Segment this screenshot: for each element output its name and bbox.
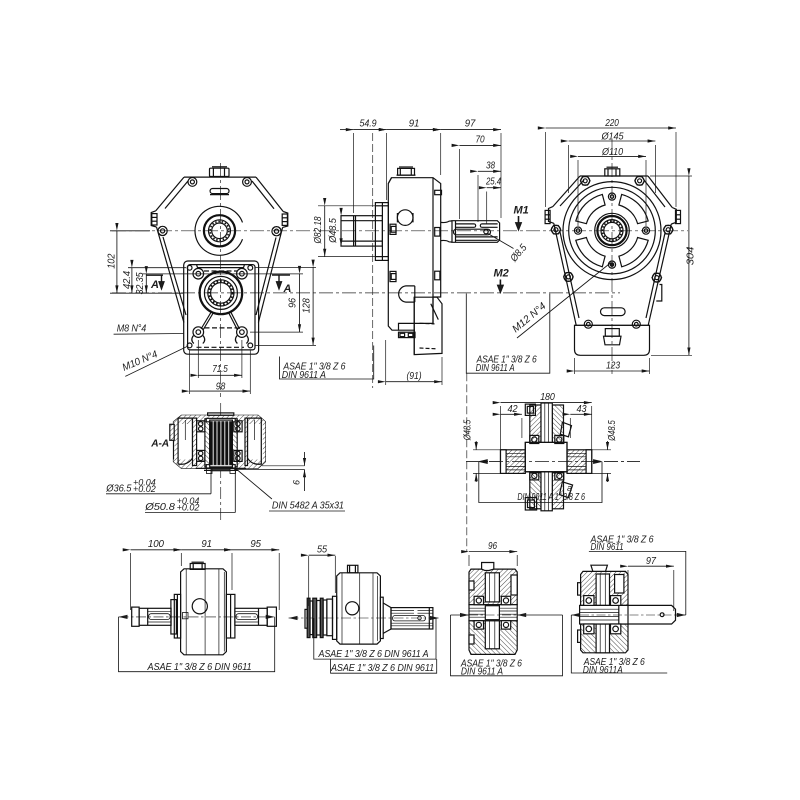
svg-text:DIN 5482 A 35x31: DIN 5482 A 35x31 (272, 501, 344, 512)
svg-text:100: 100 (148, 539, 164, 550)
svg-text:43: 43 (577, 404, 587, 415)
svg-text:95: 95 (250, 539, 261, 550)
svg-text:a: a (567, 483, 572, 493)
svg-text:M8 N°4: M8 N°4 (117, 324, 147, 335)
svg-text:M2: M2 (494, 268, 509, 280)
svg-text:A: A (150, 279, 159, 291)
svg-text:128: 128 (302, 298, 313, 313)
svg-text:ASAE 1" 3/8 Z 6: ASAE 1" 3/8 Z 6 (583, 657, 645, 668)
svg-text:70: 70 (476, 135, 485, 146)
svg-text:Ø48.5: Ø48.5 (607, 420, 618, 442)
svg-text:(91): (91) (407, 371, 422, 382)
svg-text:DIN 9611: DIN 9611 (591, 542, 624, 553)
svg-text:96: 96 (488, 541, 497, 552)
svg-text:123: 123 (606, 360, 620, 371)
svg-text:98: 98 (216, 382, 226, 393)
svg-text:DIN 9611 A 1" 3/8 Z 6: DIN 9611 A 1" 3/8 Z 6 (517, 492, 585, 503)
svg-text:DIN 9611 A: DIN 9611 A (461, 667, 503, 678)
svg-text:Ø48.5: Ø48.5 (463, 419, 474, 441)
svg-text:ASAE 1" 3/8 Z 6: ASAE 1" 3/8 Z 6 (590, 535, 654, 546)
svg-text:ASAE 1" 3/8 Z 6 DIN 9611 A: ASAE 1" 3/8 Z 6 DIN 9611 A (318, 649, 429, 660)
svg-text:55: 55 (317, 544, 327, 555)
svg-text:ASAE 1" 3/8 Z 6: ASAE 1" 3/8 Z 6 (476, 354, 537, 365)
svg-text:Ø50.8: Ø50.8 (144, 502, 175, 513)
svg-text:102: 102 (106, 253, 117, 268)
svg-text:91: 91 (201, 539, 212, 550)
svg-text:DIN 9611A: DIN 9611A (583, 665, 623, 676)
svg-text:ASAE 1" 3/8 Z 6: ASAE 1" 3/8 Z 6 (283, 361, 346, 372)
svg-text:Ø48.5: Ø48.5 (328, 218, 339, 244)
svg-text:ASAE 1" 3/8 Z 6 DIN 9611: ASAE 1" 3/8 Z 6 DIN 9611 (330, 663, 434, 674)
svg-text:220: 220 (604, 118, 619, 129)
svg-text:97: 97 (465, 119, 476, 130)
svg-text:97: 97 (646, 556, 656, 567)
svg-text:DIN 9611 A: DIN 9611 A (282, 370, 326, 381)
svg-text:A: A (283, 283, 292, 295)
svg-text:ASAE 1" 3/8 Z 6 DIN 9611: ASAE 1" 3/8 Z 6 DIN 9611 (147, 662, 252, 673)
svg-text:Ø82.18: Ø82.18 (313, 216, 324, 244)
svg-text:32.35: 32.35 (135, 272, 146, 294)
svg-text:DIN 9611 A: DIN 9611 A (476, 363, 515, 374)
svg-text:96: 96 (288, 298, 299, 308)
svg-text:25.4: 25.4 (485, 177, 501, 188)
svg-text:M1: M1 (514, 205, 529, 217)
svg-text:+0.04: +0.04 (177, 496, 200, 506)
svg-text:ASAE 1" 3/8 Z 6: ASAE 1" 3/8 Z 6 (460, 659, 522, 670)
svg-text:+0.04: +0.04 (133, 477, 156, 487)
svg-text:304: 304 (686, 246, 697, 265)
svg-text:+0.02: +0.02 (133, 484, 156, 494)
svg-text:+0.02: +0.02 (177, 503, 200, 513)
svg-text:Ø36.5: Ø36.5 (105, 484, 131, 495)
svg-text:180: 180 (540, 392, 555, 403)
svg-text:42.4: 42.4 (122, 271, 133, 289)
svg-text:Ø145: Ø145 (601, 132, 624, 143)
svg-text:54.9: 54.9 (360, 119, 377, 130)
svg-text:91: 91 (409, 119, 420, 130)
svg-text:42: 42 (508, 404, 518, 415)
svg-text:71.5: 71.5 (212, 364, 228, 375)
svg-text:6: 6 (292, 480, 302, 485)
svg-text:A-A: A-A (150, 439, 169, 450)
svg-text:38: 38 (486, 160, 495, 171)
svg-text:Ø110: Ø110 (601, 147, 623, 158)
